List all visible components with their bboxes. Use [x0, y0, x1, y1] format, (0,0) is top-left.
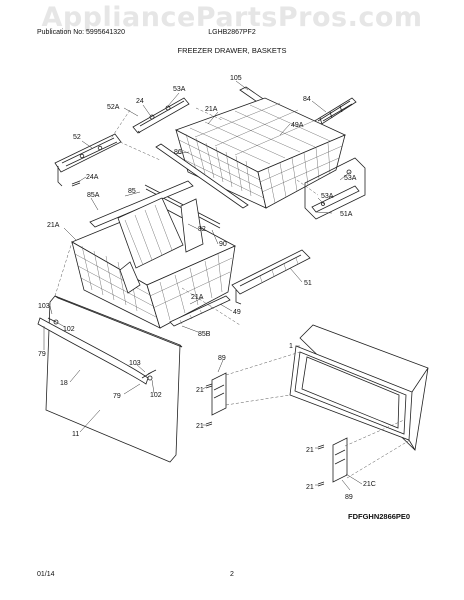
callout-21-mid: 21 — [196, 423, 204, 430]
callout-21-upper: 21 — [196, 387, 204, 394]
callout-53A: 53A — [173, 86, 186, 93]
screws-21 — [205, 383, 325, 487]
callout-51: 51 — [304, 280, 312, 287]
callout-53A-lower: 53A — [321, 193, 334, 200]
callout-21C: 21C — [363, 481, 376, 488]
callout-21A-left: 21A — [47, 222, 60, 229]
diagram-title: FREEZER DRAWER, BASKETS — [177, 46, 287, 55]
page-number: 2 — [230, 571, 234, 578]
footer-date: 01/14 — [37, 571, 55, 578]
callout-24A: 24A — [86, 174, 99, 181]
callout-102-right: 102 — [150, 392, 162, 399]
callout-79-right: 79 — [113, 393, 121, 400]
diagram-code: FDFGHN2866PE0 — [348, 512, 411, 521]
callout-89-lower: 89 — [345, 494, 353, 501]
part-85B-rail — [169, 295, 231, 327]
part-89-bracket-upper — [211, 372, 227, 416]
callout-102: 102 — [63, 326, 75, 333]
part-89-bracket-lower — [332, 437, 348, 483]
watermark-text: AppliancePartsPros.com — [41, 2, 423, 33]
callout-105: 105 — [230, 75, 242, 82]
callout-labels: 105 84 52A 24 53A 21A 49A 52 86 24A 85 8… — [38, 75, 376, 501]
callout-49: 49 — [233, 309, 241, 316]
part-1-gasket-frame — [289, 324, 429, 451]
callout-1: 1 — [289, 343, 293, 350]
callout-90: 90 — [219, 241, 227, 248]
callout-86: 86 — [174, 149, 182, 156]
callout-89-upper: 89 — [218, 355, 226, 362]
callout-79: 79 — [38, 351, 46, 358]
callout-85B: 85B — [198, 331, 211, 338]
part-52A-slide — [132, 97, 190, 134]
callout-103-right: 103 — [129, 360, 141, 367]
alignment-dashes — [54, 107, 411, 479]
leader-lines — [43, 80, 363, 491]
callout-24: 24 — [136, 98, 144, 105]
callout-21A: 21A — [205, 106, 218, 113]
publication-number: Publication No: 5995641320 — [37, 29, 125, 36]
part-85-lower-basket — [71, 180, 236, 329]
model-number: LGHB2867PF2 — [208, 29, 256, 36]
part-51A-slide — [304, 157, 366, 220]
part-86-rail — [155, 143, 249, 209]
part-52-side-rail — [54, 133, 122, 187]
callout-21-bottom: 21 — [306, 484, 314, 491]
callout-52A: 52A — [107, 104, 120, 111]
callout-85: 85 — [128, 188, 136, 195]
callout-21A-mid: 21A — [191, 294, 204, 301]
part-11-drawer-front — [37, 295, 183, 463]
callout-82: 82 — [198, 226, 206, 233]
part-84-rail — [312, 97, 357, 128]
part-49A-upper-basket — [174, 97, 346, 209]
callout-18: 18 — [60, 380, 68, 387]
part-51-slide — [231, 249, 311, 305]
callout-84: 84 — [303, 96, 311, 103]
callout-11: 11 — [72, 431, 79, 438]
callout-51A: 51A — [340, 211, 353, 218]
callout-103: 103 — [38, 303, 50, 310]
callout-85A: 85A — [87, 192, 100, 199]
callout-49A: 49A — [291, 122, 304, 129]
callout-52: 52 — [73, 134, 81, 141]
callout-53A-right: 53A — [344, 175, 357, 182]
callout-21-lower: 21 — [306, 447, 314, 454]
